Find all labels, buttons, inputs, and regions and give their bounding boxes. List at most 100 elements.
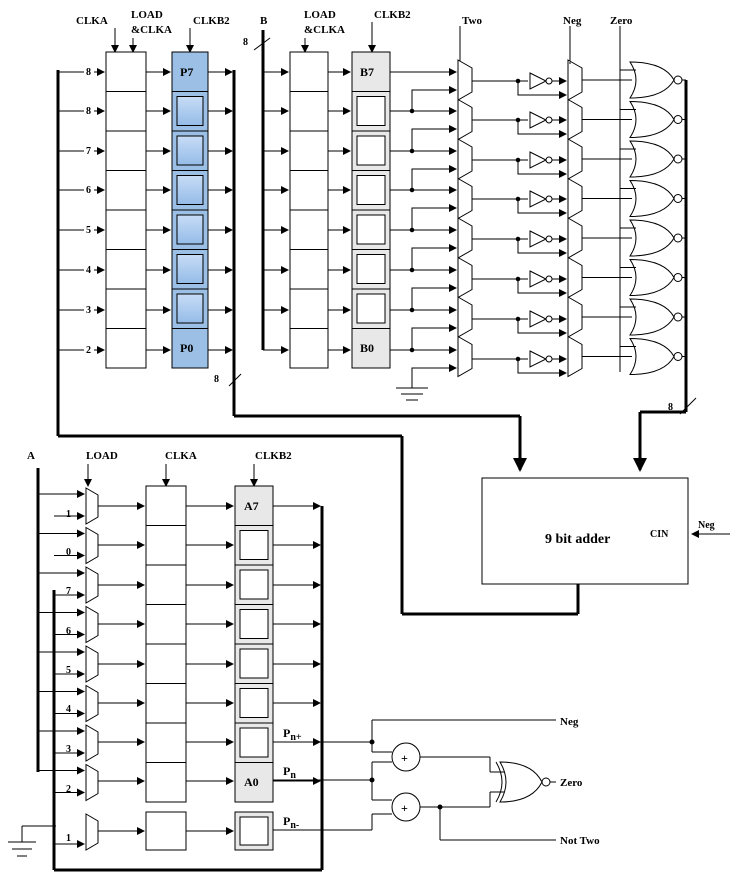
lower-signal-labels: A LOAD CLKA CLKB2 bbox=[27, 450, 292, 462]
a-clkb2-label: CLKB2 bbox=[255, 450, 292, 462]
b-mux-inputs bbox=[263, 68, 289, 354]
a-ground bbox=[8, 825, 56, 857]
b-shift-wire bbox=[411, 165, 457, 190]
a-load-label: LOAD bbox=[86, 450, 118, 462]
neg-mux-cell bbox=[567, 217, 583, 259]
inverter-bypass-wire bbox=[517, 81, 567, 99]
b-shift-wire bbox=[411, 244, 457, 270]
p-input-label: 4 bbox=[86, 265, 91, 276]
xor-bottom-symbol: + bbox=[401, 801, 408, 815]
zero-nor-gate bbox=[629, 61, 675, 99]
lower-control-arrows bbox=[84, 464, 258, 487]
p-register-cell bbox=[176, 214, 204, 245]
two-mux-cell bbox=[457, 59, 473, 101]
p-register: P7 P0 bbox=[171, 51, 209, 369]
inverter-bubble bbox=[545, 275, 553, 283]
xor-gate-bottom bbox=[391, 792, 421, 822]
a-label: A bbox=[27, 450, 35, 462]
a-input-label: 7 bbox=[66, 586, 71, 597]
b0-label: B0 bbox=[360, 341, 374, 355]
b-shift-wire bbox=[411, 86, 457, 111]
neg-mux-cell bbox=[567, 177, 583, 220]
inverter-bypass-wire bbox=[517, 319, 567, 337]
b-ground-wire bbox=[411, 364, 457, 372]
b-register-cell bbox=[356, 96, 386, 126]
b-register: B7 B0 bbox=[351, 51, 391, 369]
inverter-gate bbox=[529, 230, 548, 248]
two-mux-cell bbox=[457, 335, 473, 378]
b-register-cell bbox=[356, 254, 386, 284]
p-register-cell bbox=[176, 135, 204, 166]
a-clka-label: CLKA bbox=[165, 450, 197, 462]
a-input-label: 1 bbox=[66, 833, 71, 844]
neg-mux-cell bbox=[567, 138, 583, 180]
zero-nor-gate bbox=[629, 100, 675, 139]
two-mux-cell bbox=[457, 256, 473, 299]
and-clka-label: &CLKA bbox=[131, 24, 172, 36]
a0-label: A0 bbox=[244, 775, 259, 789]
p-mux-dividers bbox=[106, 91, 146, 329]
a-register-cell bbox=[239, 609, 269, 639]
two-mux-cell bbox=[457, 138, 473, 180]
neg-mux-cell bbox=[567, 335, 583, 378]
extra-latch-cell bbox=[145, 811, 187, 851]
p-output-arrows bbox=[208, 68, 233, 354]
inverter-bubble bbox=[545, 116, 553, 124]
a-register-cell bbox=[239, 530, 269, 560]
inverter-bypass-wire bbox=[517, 160, 567, 178]
inverter-bubble bbox=[545, 195, 553, 203]
a-input-label: 4 bbox=[66, 704, 71, 715]
b-bus-slash bbox=[253, 37, 271, 51]
zero-nor-gate bbox=[629, 179, 675, 218]
nine-bit-adder: 9 bit adder CIN Neg bbox=[481, 477, 730, 585]
zero-nor-bubble bbox=[673, 194, 683, 203]
p-register-cells bbox=[172, 91, 208, 329]
two-mux-cell bbox=[457, 177, 473, 220]
load-label: LOAD bbox=[131, 9, 163, 21]
extra-register-inner bbox=[239, 816, 269, 846]
clka-label: CLKA bbox=[76, 15, 108, 27]
a-mux-cell bbox=[85, 645, 99, 683]
b-register-cell bbox=[356, 293, 386, 324]
inverter-column bbox=[472, 72, 567, 377]
a-input-label: 1 bbox=[66, 509, 71, 520]
zero-nor-bubble bbox=[673, 273, 683, 282]
a-input-label: 2 bbox=[66, 784, 71, 795]
inverter-bubble bbox=[545, 77, 553, 85]
b-and-clka-label: &CLKA bbox=[304, 24, 345, 36]
inverter-gate bbox=[529, 350, 548, 368]
zero-nor-gate bbox=[629, 258, 675, 297]
b-shift-wire bbox=[411, 284, 457, 310]
pn-minus-label: Pn- bbox=[283, 814, 299, 831]
b-mux-dividers bbox=[290, 91, 328, 329]
b-shift-wire bbox=[411, 324, 457, 350]
cin-label: CIN bbox=[650, 529, 669, 540]
a-register-cell bbox=[239, 727, 269, 758]
zero-nor-gate bbox=[629, 337, 675, 376]
p-input-label: 2 bbox=[86, 345, 91, 356]
inverter-bubble bbox=[545, 156, 553, 164]
a-register-cell bbox=[239, 569, 269, 600]
inverter-bypass-wire bbox=[517, 199, 567, 217]
decoder-output-labels: Neg Zero Not Two bbox=[560, 716, 600, 847]
b-register-cell bbox=[356, 175, 386, 205]
zero-label: Zero bbox=[610, 15, 633, 27]
a-mux-cell bbox=[85, 684, 99, 723]
zero-nor-bubble bbox=[673, 352, 683, 361]
inverter-bubble bbox=[545, 235, 553, 243]
b-out-bus-slash bbox=[679, 397, 697, 415]
zero-nor-gate bbox=[629, 140, 675, 178]
two-label: Two bbox=[462, 15, 482, 27]
inverter-gate bbox=[529, 310, 548, 328]
xor-top-symbol: + bbox=[401, 751, 408, 765]
a-latch-dividers bbox=[146, 525, 186, 763]
a-input-label: 5 bbox=[66, 665, 71, 676]
xor-gates: + + bbox=[391, 742, 421, 822]
a-register-cell bbox=[239, 688, 269, 718]
zero-nor-gate bbox=[629, 219, 675, 257]
inverter-bubble bbox=[545, 315, 553, 323]
booth-output-labels: Pn+ Pn Pn- bbox=[283, 726, 302, 831]
